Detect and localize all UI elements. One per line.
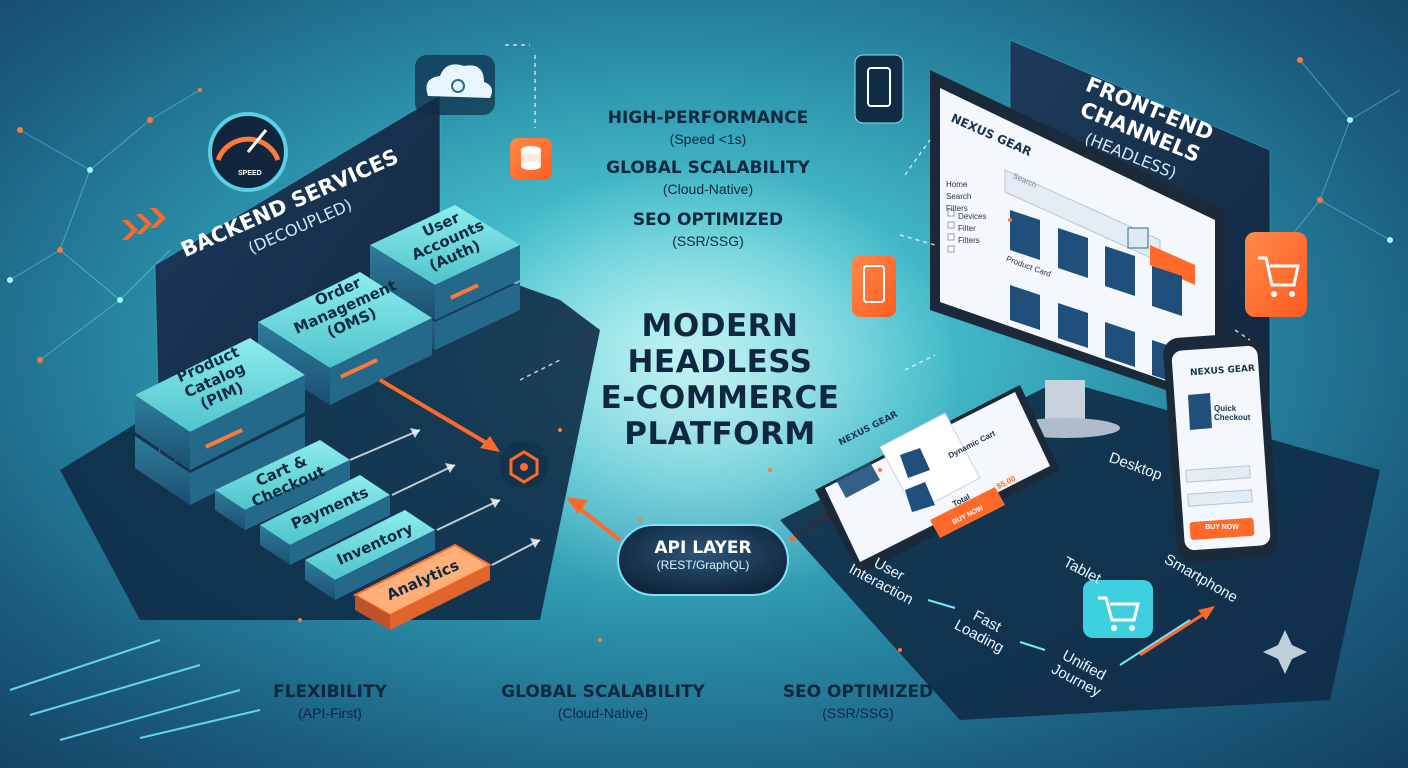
phone-buy-now-button[interactable]: BUY NOW bbox=[1205, 524, 1239, 531]
speed-gauge-label: SPEED bbox=[238, 170, 262, 177]
phone-quick-checkout: Quick Checkout bbox=[1214, 404, 1251, 422]
desktop-filter-3: Filters bbox=[958, 236, 980, 245]
feature-seo-optimized-top: SEO OPTIMIZED (SSR/SSG) bbox=[558, 210, 858, 249]
feature-title: GLOBAL SCALABILITY bbox=[606, 158, 810, 178]
chevron-arrows-icon bbox=[122, 208, 166, 240]
shopping-cart-icon bbox=[1083, 580, 1153, 638]
sparkle-icon bbox=[1263, 630, 1307, 674]
cloud-icon bbox=[415, 55, 495, 115]
database-icon bbox=[510, 138, 552, 180]
smartphone-orange-icon bbox=[852, 255, 896, 317]
hero-line-3: E-COMMERCE bbox=[600, 380, 840, 416]
feature-title: GLOBAL SCALABILITY bbox=[501, 682, 705, 702]
hero-line-1: MODERN bbox=[641, 308, 799, 344]
feature-title: SEO OPTIMIZED bbox=[782, 682, 934, 702]
feature-subtitle: (API-First) bbox=[298, 705, 362, 721]
desktop-shop-content bbox=[947, 169, 1195, 385]
orange-arrow-to-api bbox=[378, 378, 500, 452]
feature-flexibility: FLEXIBILITY (API-First) bbox=[180, 682, 480, 721]
feature-global-scalability-top: GLOBAL SCALABILITY (Cloud-Native) bbox=[558, 158, 858, 197]
hero-title: MODERN HEADLESS E-COMMERCE PLATFORM bbox=[520, 308, 920, 452]
flow-arrows bbox=[927, 599, 1191, 666]
feature-global-scalability-bottom: GLOBAL SCALABILITY (Cloud-Native) bbox=[453, 682, 753, 721]
feature-subtitle: (Speed <1s) bbox=[669, 131, 747, 147]
feature-subtitle: (SSR/SSG) bbox=[822, 705, 894, 721]
feature-title: FLEXIBILITY bbox=[273, 682, 387, 702]
shopping-cart-orange-icon bbox=[1245, 232, 1307, 317]
backend-platform-base bbox=[60, 250, 600, 620]
decorative-dots bbox=[298, 218, 1012, 652]
api-layer-pill bbox=[617, 524, 789, 596]
feature-subtitle: (Cloud-Native) bbox=[557, 705, 649, 721]
hero-line-2: HEADLESS bbox=[627, 344, 813, 380]
decorative-arrows-bottom bbox=[9, 639, 261, 741]
desktop-filter-1: Devices bbox=[958, 212, 987, 221]
smartphone-device bbox=[1163, 332, 1279, 563]
feature-subtitle: (Cloud-Native) bbox=[662, 181, 754, 197]
feature-seo-optimized-bottom: SEO OPTIMIZED (SSR/SSG) bbox=[708, 682, 1008, 721]
feature-title: HIGH-PERFORMANCE bbox=[607, 108, 809, 128]
service-bars bbox=[215, 440, 493, 630]
desktop-nav-home: Home bbox=[946, 180, 968, 189]
smartphone-icon bbox=[854, 54, 904, 124]
desktop-nav-filters: Filters bbox=[946, 204, 968, 213]
feature-high-performance: HIGH-PERFORMANCE (Speed <1s) bbox=[558, 108, 858, 147]
graphql-node-icon bbox=[500, 441, 548, 489]
journey-arrow bbox=[1139, 608, 1211, 657]
speed-gauge-icon bbox=[208, 112, 288, 192]
server-product-catalog bbox=[135, 338, 305, 505]
server-order-management bbox=[258, 272, 432, 405]
tablet-device bbox=[815, 385, 1060, 575]
api-subtitle: (REST/GraphQL) bbox=[656, 558, 750, 572]
api-title: API LAYER bbox=[654, 538, 752, 558]
hero-line-4: PLATFORM bbox=[624, 416, 816, 452]
api-layer-label: API LAYER (REST/GraphQL) bbox=[618, 538, 788, 572]
dashed-connectors bbox=[505, 44, 1251, 381]
feature-subtitle: (SSR/SSG) bbox=[672, 233, 744, 249]
service-arrows bbox=[349, 429, 541, 566]
desktop-nav-search: Search bbox=[946, 192, 972, 201]
feature-title: SEO OPTIMIZED bbox=[632, 210, 784, 230]
desktop-filter-2: Filter bbox=[958, 224, 976, 233]
